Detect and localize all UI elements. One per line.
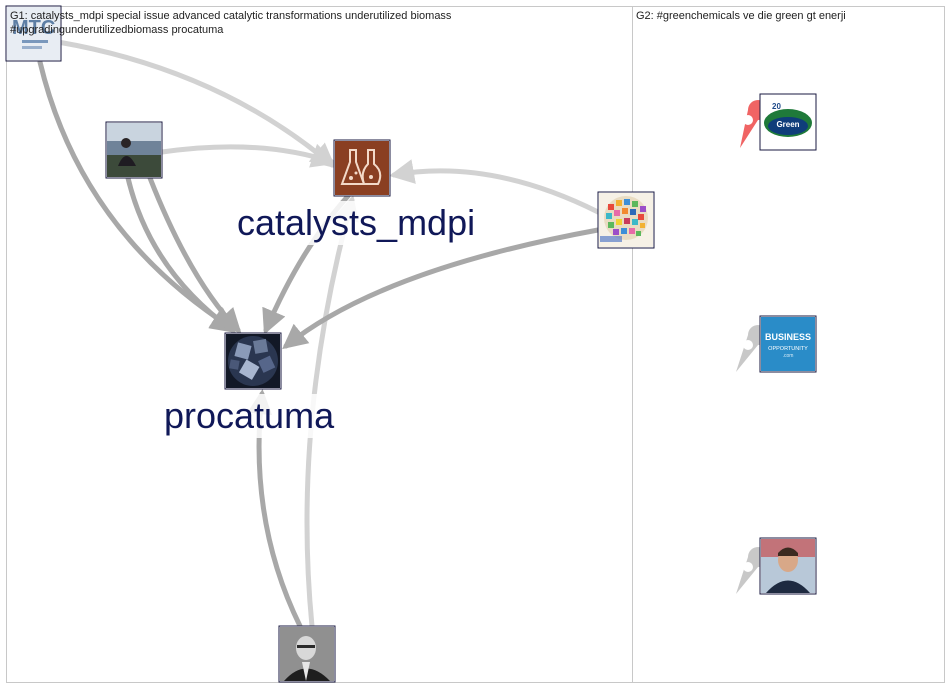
edge-mtc-to-procatuma xyxy=(37,59,237,331)
man-portrait-avatar xyxy=(761,539,815,593)
label-backdrop-catalysts xyxy=(235,201,493,245)
node-label-procatuma: procatuma xyxy=(164,395,335,436)
node-lake[interactable] xyxy=(105,121,163,179)
crystal-cubes-avatar xyxy=(226,334,280,388)
svg-text:OPPORTUNITY: OPPORTUNITY xyxy=(768,346,808,352)
business-opportunity-logo-avatar: BUSINESS OPPORTUNITY .com xyxy=(761,317,815,371)
label-procatuma-group: procatuma xyxy=(162,394,346,438)
bw-portrait-avatar xyxy=(280,627,334,681)
edge-globe-to-procatuma xyxy=(282,227,601,350)
group-panel-g2 xyxy=(632,6,945,683)
node-globe[interactable] xyxy=(597,191,655,249)
node-portrait[interactable] xyxy=(278,625,336,683)
node-mtc[interactable]: MTC xyxy=(5,5,62,62)
svg-text:20: 20 xyxy=(772,102,781,111)
node-catalysts[interactable] xyxy=(333,139,391,197)
edge-lake-to-procatuma-a xyxy=(125,175,237,333)
svg-text:MTC: MTC xyxy=(12,17,55,39)
node-procatuma[interactable] xyxy=(224,332,282,390)
edge-globe-to-catalysts xyxy=(389,159,601,215)
label-backdrop-procatuma xyxy=(162,394,346,438)
edge-mtc-to-catalysts xyxy=(55,39,336,169)
edge-lake-to-catalysts xyxy=(159,143,337,168)
group-label-g1-line1: G1: catalysts_mdpi special issue advance… xyxy=(10,10,452,22)
edge-lake-to-procatuma-b xyxy=(147,175,242,334)
node-business[interactable]: BUSINESS OPPORTUNITY .com xyxy=(759,315,817,373)
person-by-lake-avatar xyxy=(107,123,161,177)
node-label-catalysts: catalysts_mdpi xyxy=(237,202,475,243)
mosaic-globe-avatar xyxy=(599,193,653,247)
group-label-g2-line1: G2: #greenchemicals ve die green gt ener… xyxy=(636,10,846,22)
label-catalysts-group: catalysts_mdpi xyxy=(235,201,493,245)
svg-text:.com: .com xyxy=(783,353,794,359)
group-label-g1-line2: #upgradingunderutilizedbiomass procatuma xyxy=(10,24,224,36)
flask-logo-avatar xyxy=(335,141,389,195)
node-man[interactable] xyxy=(759,537,817,595)
mtc-logo-avatar: MTC xyxy=(12,17,55,49)
svg-text:Green: Green xyxy=(776,120,799,129)
node-green[interactable]: Green 20 xyxy=(759,93,817,151)
green-chemicals-logo-avatar: Green 20 xyxy=(761,95,815,149)
svg-text:BUSINESS: BUSINESS xyxy=(765,332,811,342)
